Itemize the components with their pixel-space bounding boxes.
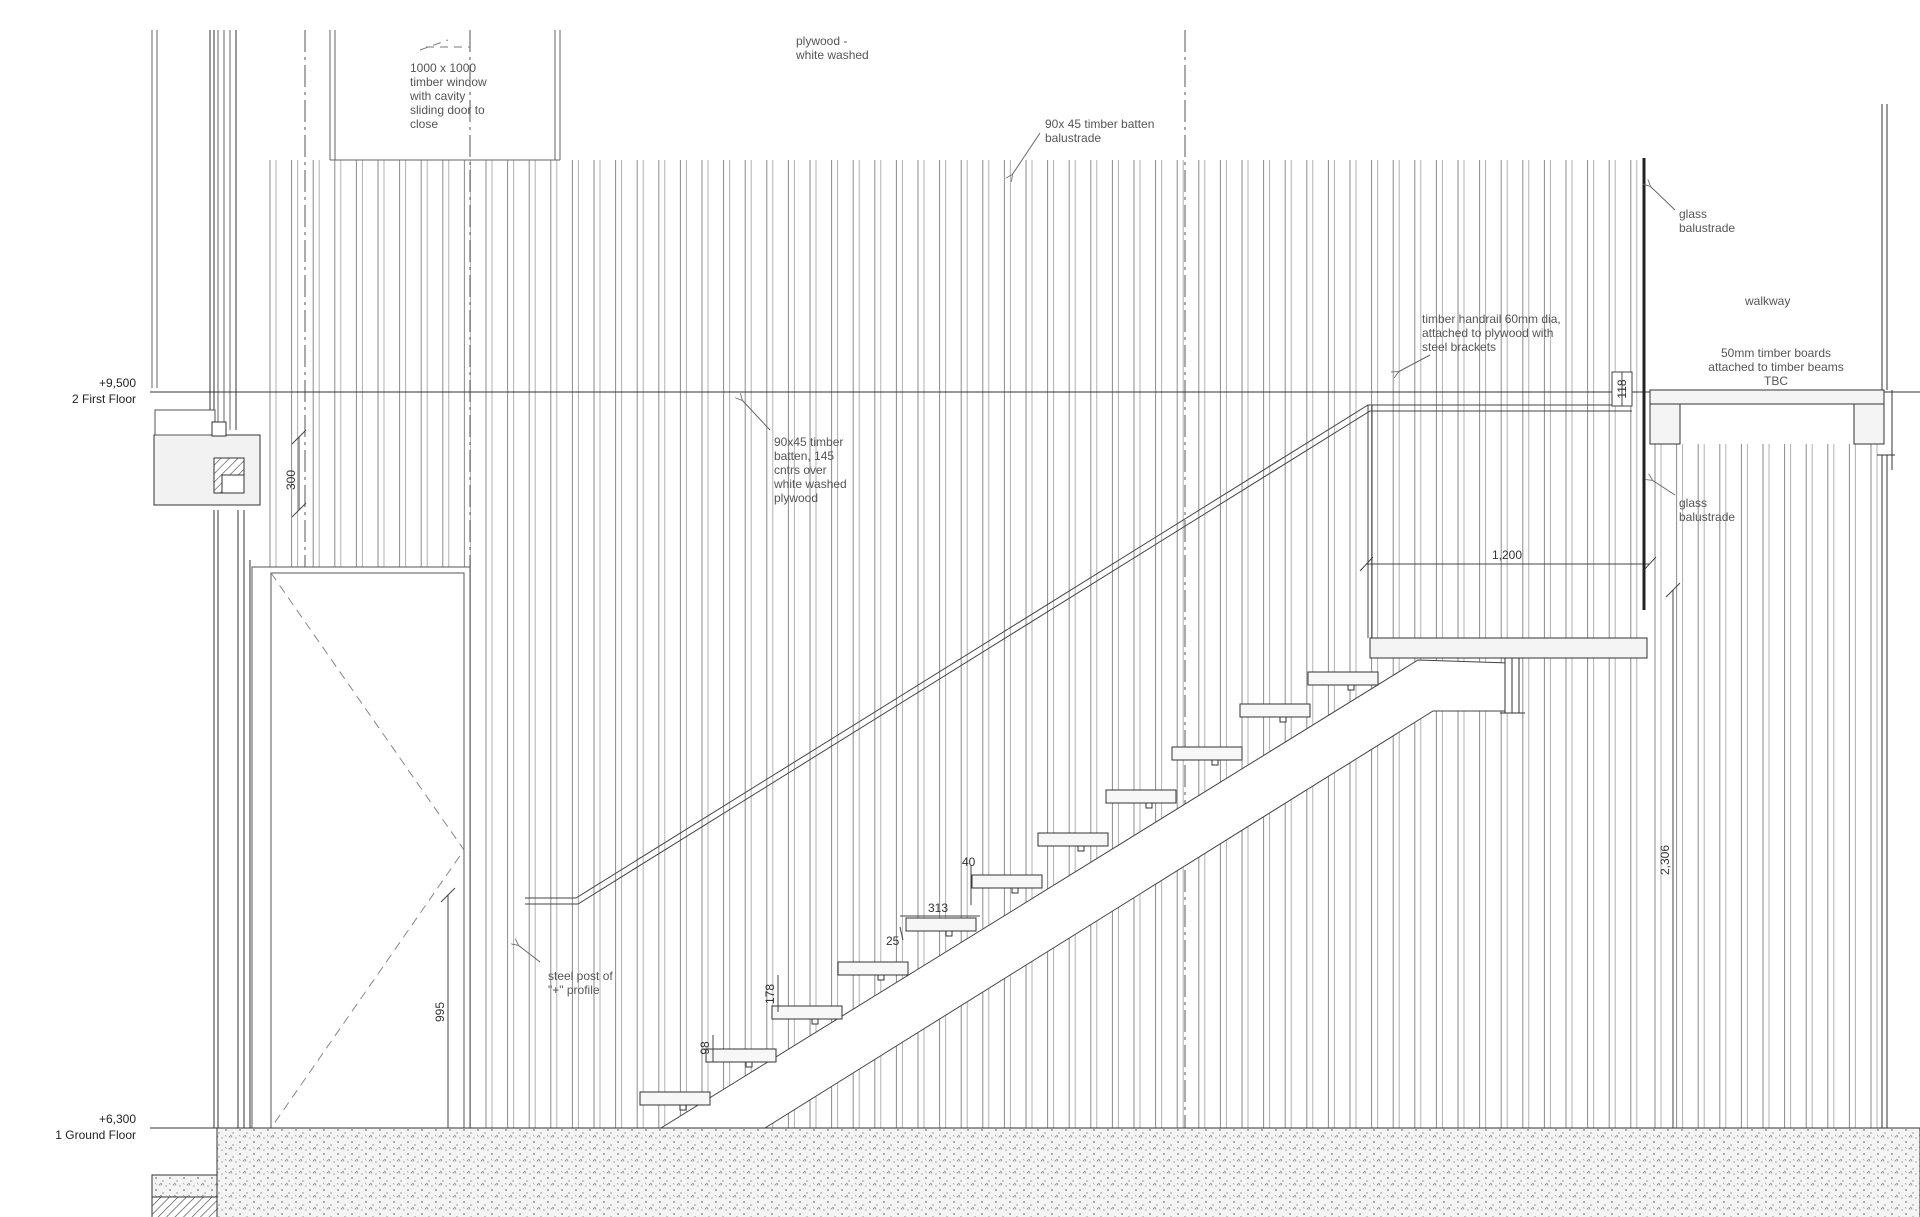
level-ground-floor-name: 1 Ground Floor xyxy=(55,1128,136,1142)
upper-wall-lines xyxy=(151,30,561,430)
note-window: 1000 x 1000 timber window with cavity sl… xyxy=(410,61,487,131)
note-glass-balustrade-upper: glass balustrade xyxy=(1679,207,1736,235)
stair-landing xyxy=(1369,637,1648,714)
dim-40-label: 40 xyxy=(962,855,976,869)
dimension-300 xyxy=(291,429,307,518)
timber-handrail xyxy=(525,404,1632,905)
dim-313-label: 313 xyxy=(928,901,948,915)
note-batten-balustrade: 90x 45 timber batten balustrade xyxy=(1045,117,1155,145)
dimension-995 xyxy=(440,887,456,1128)
level-ground-floor-value: +6,300 xyxy=(98,1112,136,1126)
note-walkway: walkway xyxy=(1745,294,1791,308)
level-first-floor-name: 2 First Floor xyxy=(71,392,136,406)
tread-dimensions xyxy=(712,865,980,1062)
dimension-2306 xyxy=(1665,582,1681,1128)
dim-98-label: 98 xyxy=(698,1041,712,1055)
left-wall xyxy=(153,30,261,1128)
dim-1200-label: 1,200 xyxy=(1492,548,1522,562)
note-handrail: timber handrail 60mm dia, attached to pl… xyxy=(1422,312,1561,354)
walkway-boards xyxy=(1649,389,1885,445)
stair-treads xyxy=(639,671,1379,1111)
ground-slab xyxy=(151,1127,1920,1217)
dim-2306-label: 2,306 xyxy=(1658,845,1672,875)
level-first-floor-value: +9,500 xyxy=(98,376,136,390)
window-opening xyxy=(419,39,470,51)
note-steel-post: steel post of "+" profile xyxy=(548,969,613,997)
dim-300-label: 300 xyxy=(284,470,298,490)
note-batten-cladding: 90x45 timber batten, 145 cntrs over whit… xyxy=(774,435,847,505)
note-plywood: plywood - white washed xyxy=(796,34,869,62)
note-timber-boards: 50mm timber boards attached to timber be… xyxy=(1708,346,1844,388)
dim-25-label: 25 xyxy=(886,934,900,948)
dim-178-label: 178 xyxy=(763,984,777,1004)
dim-995-label: 995 xyxy=(433,1002,447,1022)
leader-lines xyxy=(518,132,1676,963)
right-wall xyxy=(1877,104,1895,1128)
door-opening xyxy=(251,566,471,1129)
note-glass-balustrade-lower: glass balustrade xyxy=(1679,496,1736,524)
dimension-118 xyxy=(1611,371,1633,407)
dim-118-label: 118 xyxy=(1615,379,1629,398)
